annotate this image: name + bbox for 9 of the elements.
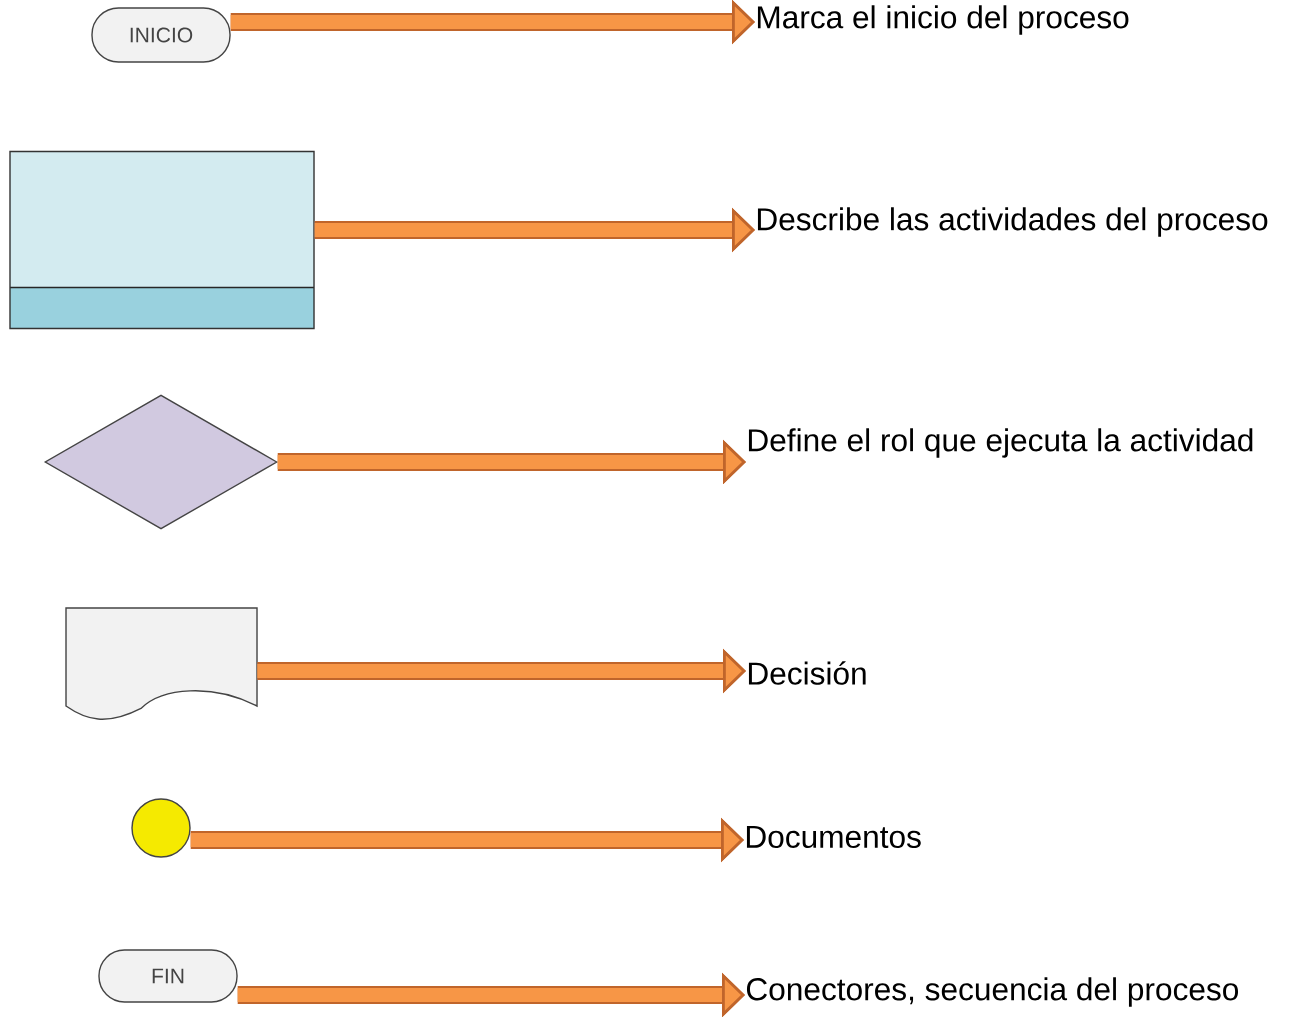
description-text: Documentos [746, 825, 921, 849]
description-text: Decisión [748, 661, 866, 685]
description-text: Describe las actividades del proceso [757, 207, 1268, 237]
description-text: Conectores, secuencia del proceso [746, 977, 1238, 1007]
document-shape [65, 607, 258, 720]
process-box [9, 150, 315, 330]
description-text: Marca el inicio del proceso [757, 5, 1129, 35]
description-text: Define el rol que ejecuta la actividad [748, 428, 1253, 458]
connector-circle [131, 798, 191, 858]
